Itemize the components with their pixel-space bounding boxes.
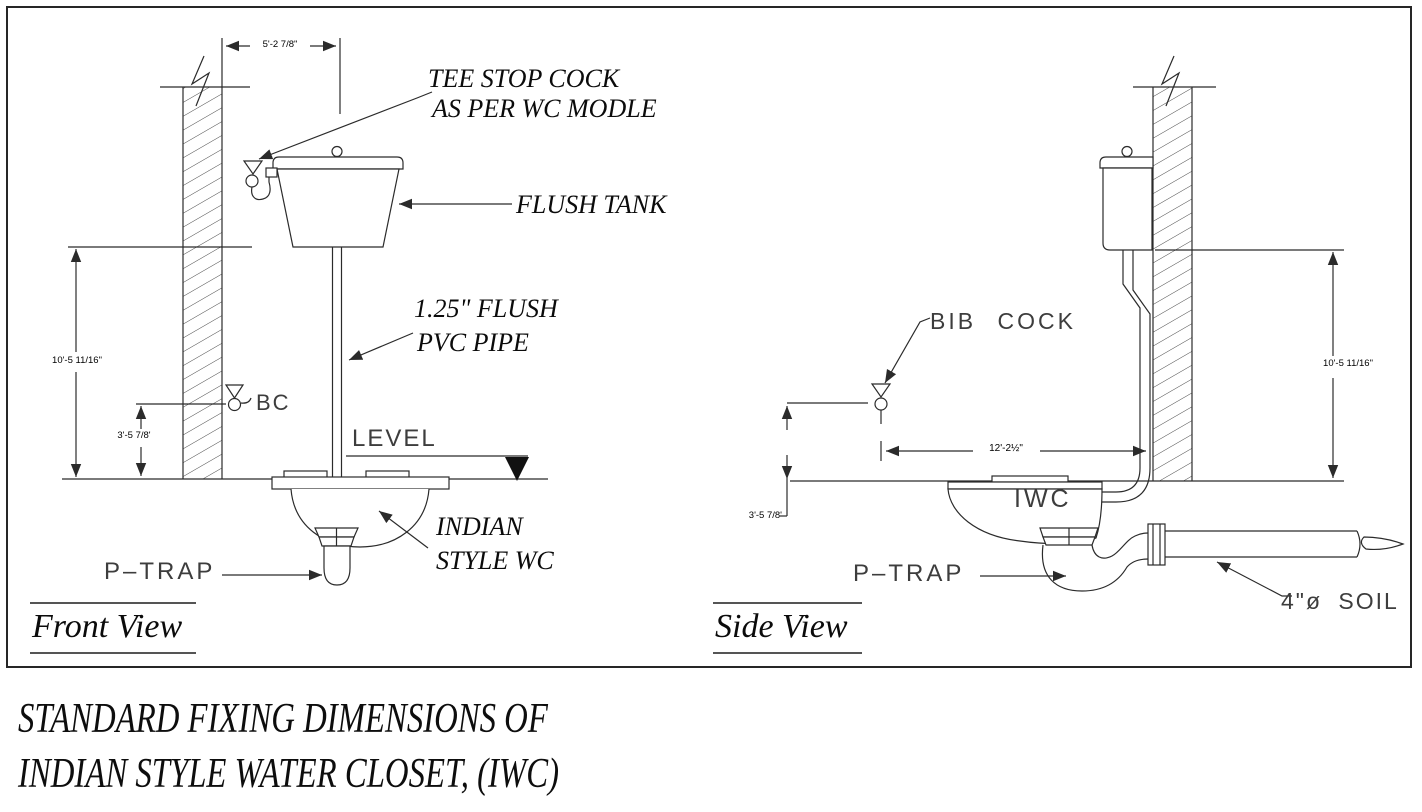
side-view-caption-wrap: Side View (713, 602, 862, 654)
drawing-border (6, 6, 1412, 668)
soil-pipe-label: 4"ø SOIL (1281, 588, 1399, 614)
front-dim-bib-height (135, 403, 226, 476)
front-flush-tank (272, 145, 404, 248)
front-dim-tank-height-text: 10'-5 11/16" (52, 355, 102, 366)
side-view-caption: Side View (713, 602, 862, 654)
side-bib-cock-symbol (870, 383, 892, 411)
side-p-trap-label: P–TRAP (853, 560, 965, 587)
front-dim-pipe-offset (226, 38, 341, 114)
side-dim-tank-height-text: 10'-5 11/16" (1323, 358, 1373, 369)
side-leader-lines (884, 317, 1292, 597)
flush-pipe-label-line1: 1.25" FLUSH (414, 294, 558, 323)
front-wc-pan (271, 470, 450, 548)
side-soil-pipe (1147, 523, 1405, 566)
side-flush-pipe (1100, 250, 1151, 503)
flush-pipe-label-line2: PVC PIPE (417, 328, 529, 357)
front-bib-cock-symbol (224, 384, 252, 412)
side-dim-bib-height-text: 3'-5 7/8' (748, 510, 782, 521)
tee-stop-cock-label-line2: AS PER WC MODLE (432, 94, 657, 123)
side-bib-cock-label: BIB COCK (930, 308, 1076, 334)
front-wall (160, 38, 250, 479)
side-dim-bib-to-wall (880, 410, 1146, 461)
side-flush-tank (1099, 145, 1154, 251)
tee-stop-cock-label-line1: TEE STOP COCK (428, 64, 620, 93)
drawing-title-line2: INDIAN STYLE WATER CLOSET, (IWC) (18, 751, 560, 797)
iwc-label: IWC (1014, 485, 1072, 513)
front-view-caption-wrap: Front View (30, 602, 197, 654)
side-dim-tank-height (1155, 249, 1344, 478)
side-dim-bib-to-wall-text: 12'-2½" (989, 443, 1023, 454)
indian-style-wc-label-line2: STYLE WC (436, 546, 554, 575)
front-flush-pipe (331, 247, 343, 477)
front-leader-lines (222, 91, 512, 581)
side-dim-bib-height (780, 402, 868, 517)
front-p-trap (314, 527, 359, 586)
front-p-trap-label: P–TRAP (104, 558, 216, 585)
front-dim-pipe-offset-text: 5'-2 7/8" (262, 39, 298, 50)
drawing-title-line1: STANDARD FIXING DIMENSIONS OF (18, 696, 548, 742)
front-dim-tank-height (68, 246, 252, 477)
flush-tank-label: FLUSH TANK (516, 190, 667, 219)
tee-stop-cock-symbol (242, 160, 278, 201)
front-dim-bib-height-text: 3'-5 7/8' (117, 430, 151, 441)
side-wall (1133, 55, 1216, 481)
side-p-trap (1039, 527, 1149, 592)
indian-style-wc-label-line1: INDIAN (436, 512, 523, 541)
side-wall-break-symbol (1160, 55, 1181, 107)
level-marker (346, 455, 529, 481)
front-bib-cock-label: BC (256, 390, 291, 415)
front-wall-break-symbol (190, 55, 211, 107)
front-view-caption: Front View (30, 602, 197, 654)
level-label: LEVEL (352, 425, 437, 452)
